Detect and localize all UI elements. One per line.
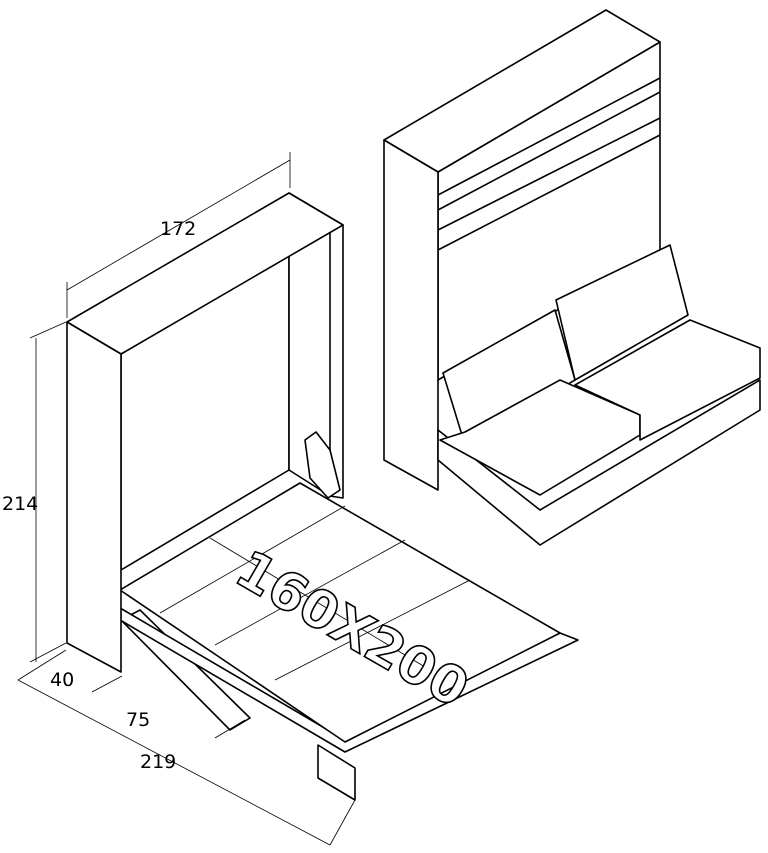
lift-mechanism: [304, 431, 341, 499]
dimension-lines: 172 214 40 75 219: [2, 152, 356, 846]
sofa-base: [437, 379, 761, 546]
mattress: [119, 482, 561, 743]
depth-open-label: 219: [140, 751, 176, 773]
depth-closed-label: 40: [50, 669, 74, 691]
height-label: 214: [2, 493, 38, 515]
seat-cushion-right: [574, 319, 761, 441]
cabinet-side: [383, 139, 439, 491]
depth-mid-label: 75: [126, 709, 150, 731]
width-label: 172: [160, 218, 196, 240]
pillow-right: [555, 244, 689, 381]
closed-wall-bed-with-sofa: [383, 9, 761, 546]
open-wall-bed: 160X200: [66, 192, 579, 801]
bed-leg: [317, 744, 356, 801]
left-post: [66, 321, 122, 673]
